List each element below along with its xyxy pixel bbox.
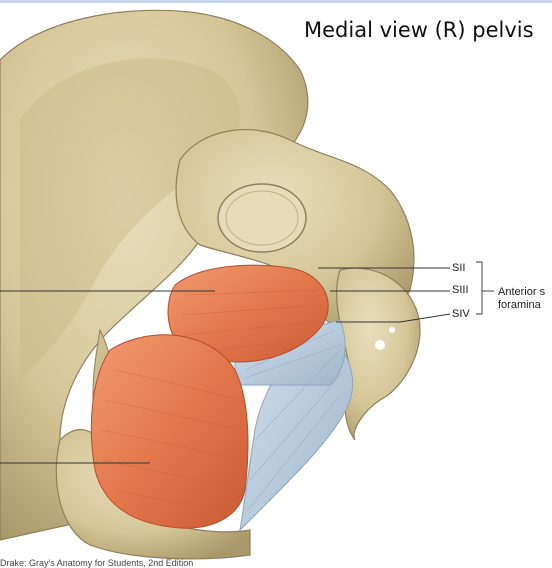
- foramen-1: [375, 340, 385, 350]
- vertebral-body: [217, 183, 307, 253]
- label-siii: SIII: [452, 284, 469, 296]
- figure-credit: Drake: Gray's Anatomy for Students, 2nd …: [0, 558, 194, 568]
- coccyx: [336, 267, 421, 441]
- foramen-2: [389, 327, 395, 333]
- figure-title: Medial view (R) pelvis: [304, 18, 534, 42]
- label-anterior-line2: foramina: [498, 299, 541, 311]
- label-siv: SIV: [452, 308, 470, 320]
- obturator-internus-muscle: [90, 334, 249, 529]
- iliac-fossa-shade: [20, 58, 240, 380]
- label-anterior-line1: Anterior s: [498, 286, 546, 298]
- label-sii: SII: [452, 262, 466, 274]
- label-anterior-foramina: Anterior s foramina: [498, 286, 545, 312]
- leader-lines: [0, 261, 494, 464]
- top-accent-rule: [0, 0, 552, 3]
- vertebral-body-rim: [225, 190, 299, 246]
